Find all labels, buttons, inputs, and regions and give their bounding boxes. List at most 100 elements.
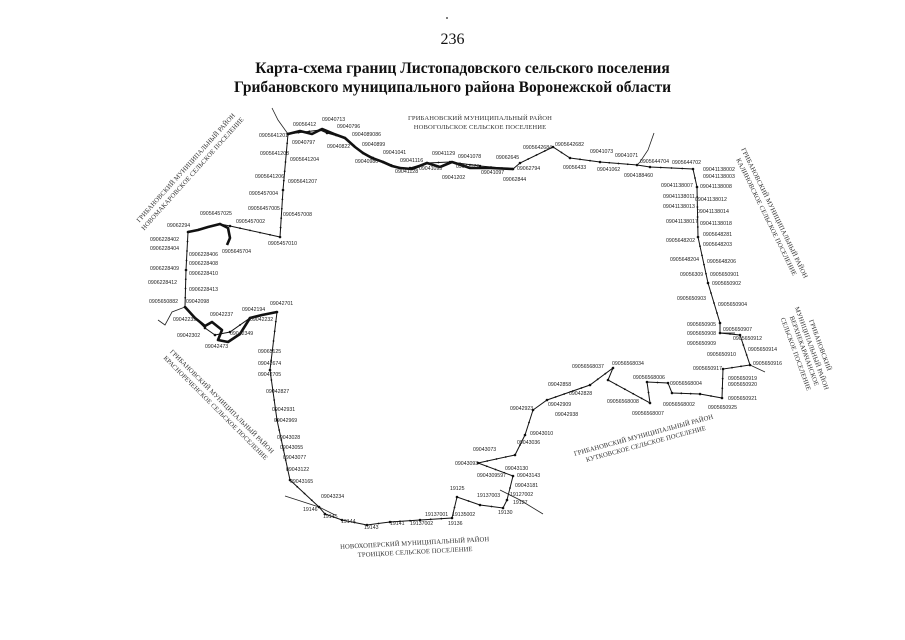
boundary-vertex xyxy=(604,372,607,375)
boundary-point-label: 0905650901 xyxy=(710,272,739,278)
boundary-point-label: 09041138002 xyxy=(703,167,735,173)
page-number: 236 xyxy=(440,31,465,48)
boundary-vertex xyxy=(286,132,290,136)
boundary-vertex xyxy=(418,518,422,522)
boundary-vertex xyxy=(282,179,285,182)
boundary-point-label: 09041202 xyxy=(442,175,465,181)
boundary-vertex xyxy=(659,166,662,169)
boundary-point-label: 0905641201 xyxy=(259,133,288,139)
boundary-vertex xyxy=(274,320,277,323)
boundary-vertex xyxy=(381,160,385,164)
boundary-vertex xyxy=(696,235,700,239)
boundary-vertex xyxy=(611,366,615,370)
boundary-vertex xyxy=(271,389,274,391)
boundary-vertex xyxy=(648,165,652,169)
boundary-vertex xyxy=(509,487,511,489)
boundary-point-label: 0905648202 xyxy=(666,238,695,244)
boundary-vertex xyxy=(228,330,232,334)
boundary-vertex xyxy=(285,151,288,154)
settlement-boundary xyxy=(183,127,752,527)
boundary-point-label: 09056568034 xyxy=(612,361,644,367)
region-label-novogolskoe: ГРИБАНОВСКИЙ МУНИЦИПАЛЬНЫЙ РАЙОН НОВОГОЛ… xyxy=(395,115,565,132)
boundary-vertex xyxy=(713,302,715,304)
boundary-vertex xyxy=(748,363,752,367)
boundary-vertex xyxy=(648,401,652,405)
boundary-vertex xyxy=(670,167,673,169)
boundary-vertex xyxy=(706,281,710,285)
boundary-vertex xyxy=(388,520,392,524)
boundary-point-label: 0905650882 xyxy=(149,299,178,305)
boundary-vertex xyxy=(681,167,684,170)
boundary-point-label: 19137002 xyxy=(410,521,433,527)
boundary-vertex xyxy=(720,396,724,400)
boundary-vertex xyxy=(335,134,337,137)
boundary-vertex xyxy=(467,500,470,502)
boundary-vertex xyxy=(409,519,411,522)
boundary-vertex xyxy=(278,429,281,431)
boundary-vertex xyxy=(279,226,282,229)
boundary-point-label: 0905457002 xyxy=(236,219,265,225)
boundary-vertex xyxy=(284,459,287,461)
boundary-point-label: 09043122 xyxy=(286,467,309,473)
boundary-vertex xyxy=(494,468,497,471)
boundary-point-label: 0905648204 xyxy=(670,257,699,263)
boundary-vertex xyxy=(450,516,454,520)
boundary-vertex xyxy=(213,333,217,337)
boundary-vertex xyxy=(272,340,275,342)
boundary-vertex xyxy=(710,395,712,397)
boundary-vertex xyxy=(280,207,283,210)
boundary-vertex xyxy=(288,478,292,482)
boundary-vertex xyxy=(716,312,718,314)
boundary-point-label: 0905641203 xyxy=(260,151,289,157)
boundary-point-label: 09041138003 xyxy=(703,174,735,180)
boundary-vertex xyxy=(275,310,279,314)
boundary-point-label: 0905650908 xyxy=(687,331,716,337)
boundary-point-label: 09042701 xyxy=(270,301,293,307)
boundary-vertex xyxy=(269,233,271,236)
boundary-vertex xyxy=(571,390,574,392)
boundary-vertex xyxy=(286,469,289,471)
boundary-vertex xyxy=(390,164,393,166)
boundary-vertex xyxy=(274,409,277,411)
boundary-vertex xyxy=(718,321,722,325)
boundary-point-label: 19136 xyxy=(448,521,463,527)
boundary-vertex xyxy=(184,296,187,299)
boundary-point-label: 19144 xyxy=(341,519,356,525)
boundary-vertex xyxy=(632,392,635,395)
boundary-point-label: 09043181 xyxy=(515,483,538,489)
boundary-point-label: 09042349 xyxy=(230,331,253,337)
boundary-point-label: 19127002 xyxy=(510,492,533,498)
boundary-vertex xyxy=(353,521,356,524)
boundary-point-label: 0905650925 xyxy=(708,405,737,411)
boundary-point-label: 09042858 xyxy=(548,382,571,388)
boundary-vertex xyxy=(623,388,626,391)
boundary-vertex xyxy=(258,315,260,317)
boundary-vertex xyxy=(185,259,188,262)
boundary-vertex xyxy=(645,380,649,384)
boundary-vertex xyxy=(448,160,452,164)
boundary-point-label: 0905644704 xyxy=(640,159,669,165)
boundary-point-label: 09042239 xyxy=(173,317,196,323)
neighbor-boundary xyxy=(271,107,289,135)
boundary-vertex xyxy=(696,206,699,208)
boundary-point-label: 19143 xyxy=(364,525,379,531)
boundary-point-label: 0905650914 xyxy=(748,347,777,353)
boundary-point-label: 0905650912 xyxy=(733,336,762,342)
boundary-point-label: 09041062 xyxy=(597,167,620,173)
boundary-vertex xyxy=(398,166,402,170)
boundary-point-label: 19141 xyxy=(390,521,405,527)
neighbor-boundary xyxy=(636,132,655,166)
boundary-point-label: 09042969 xyxy=(274,418,297,424)
boundary-point-label: 09056457005 xyxy=(248,206,280,212)
boundary-vertex xyxy=(282,449,285,451)
boundary-point-label: 09040796 xyxy=(337,124,360,130)
neighbor-boundary-lines xyxy=(157,107,766,516)
boundary-point-label: 09043130 xyxy=(505,466,528,472)
boundary-vertex xyxy=(511,167,515,171)
boundary-vertex xyxy=(239,324,241,326)
boundary-point-label: 09041138017 xyxy=(666,219,698,225)
boundary-vertex xyxy=(296,485,299,488)
boundary-point-label: 19137003 xyxy=(477,493,500,499)
boundary-vertex xyxy=(511,474,515,478)
boundary-point-label: 09041138007 xyxy=(661,183,693,189)
